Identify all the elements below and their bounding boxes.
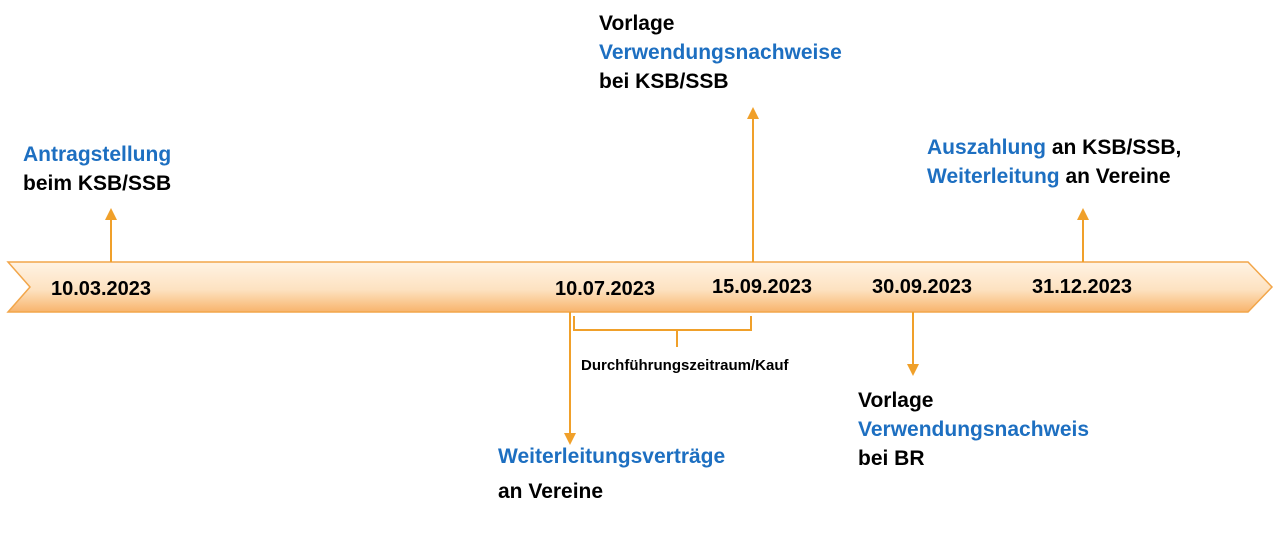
event-highlight: Verwendungsnachweis <box>858 418 1090 441</box>
period-label: Durchführungszeitraum/Kauf <box>581 357 789 374</box>
event-text: bei KSB/SSB <box>599 70 729 93</box>
event-text: an KSB/SSB, <box>1046 136 1182 159</box>
event-weiterleitungsvertraege: Weiterleitungsverträge an Vereine <box>498 442 725 506</box>
event-vorlage-br: Vorlage Verwendungsnachweis bei BR <box>858 386 1089 473</box>
event-highlight: Weiterleitungsverträge <box>498 445 726 468</box>
event-antragstellung: Antragstellung beim KSB/SSB <box>23 140 171 198</box>
period-bracket <box>573 316 752 347</box>
event-vorlage-ksb: Vorlage Verwendungsnachweise bei KSB/SSB <box>599 9 842 96</box>
event-text: Vorlage <box>599 12 675 35</box>
date-label: 30.09.2023 <box>871 276 973 298</box>
event-text: an Vereine <box>498 480 604 503</box>
event-text: an Vereine <box>1059 165 1171 188</box>
event-highlight: Auszahlung <box>927 136 1046 159</box>
timeline-arrow-band <box>6 261 1274 313</box>
event-text: beim KSB/SSB <box>23 172 172 195</box>
date-label: 15.09.2023 <box>711 276 813 298</box>
event-text: bei BR <box>858 447 925 470</box>
event-highlight: Weiterleitung <box>927 165 1060 188</box>
event-auszahlung: Auszahlung an KSB/SSB, Weiterleitung an … <box>927 133 1181 191</box>
date-label: 31.12.2023 <box>1031 276 1133 298</box>
date-label: 10.03.2023 <box>50 278 152 300</box>
date-label: 10.07.2023 <box>554 278 656 300</box>
event-highlight: Verwendungsnachweise <box>599 41 842 64</box>
event-highlight: Antragstellung <box>23 143 172 166</box>
event-text: Vorlage <box>858 389 934 412</box>
